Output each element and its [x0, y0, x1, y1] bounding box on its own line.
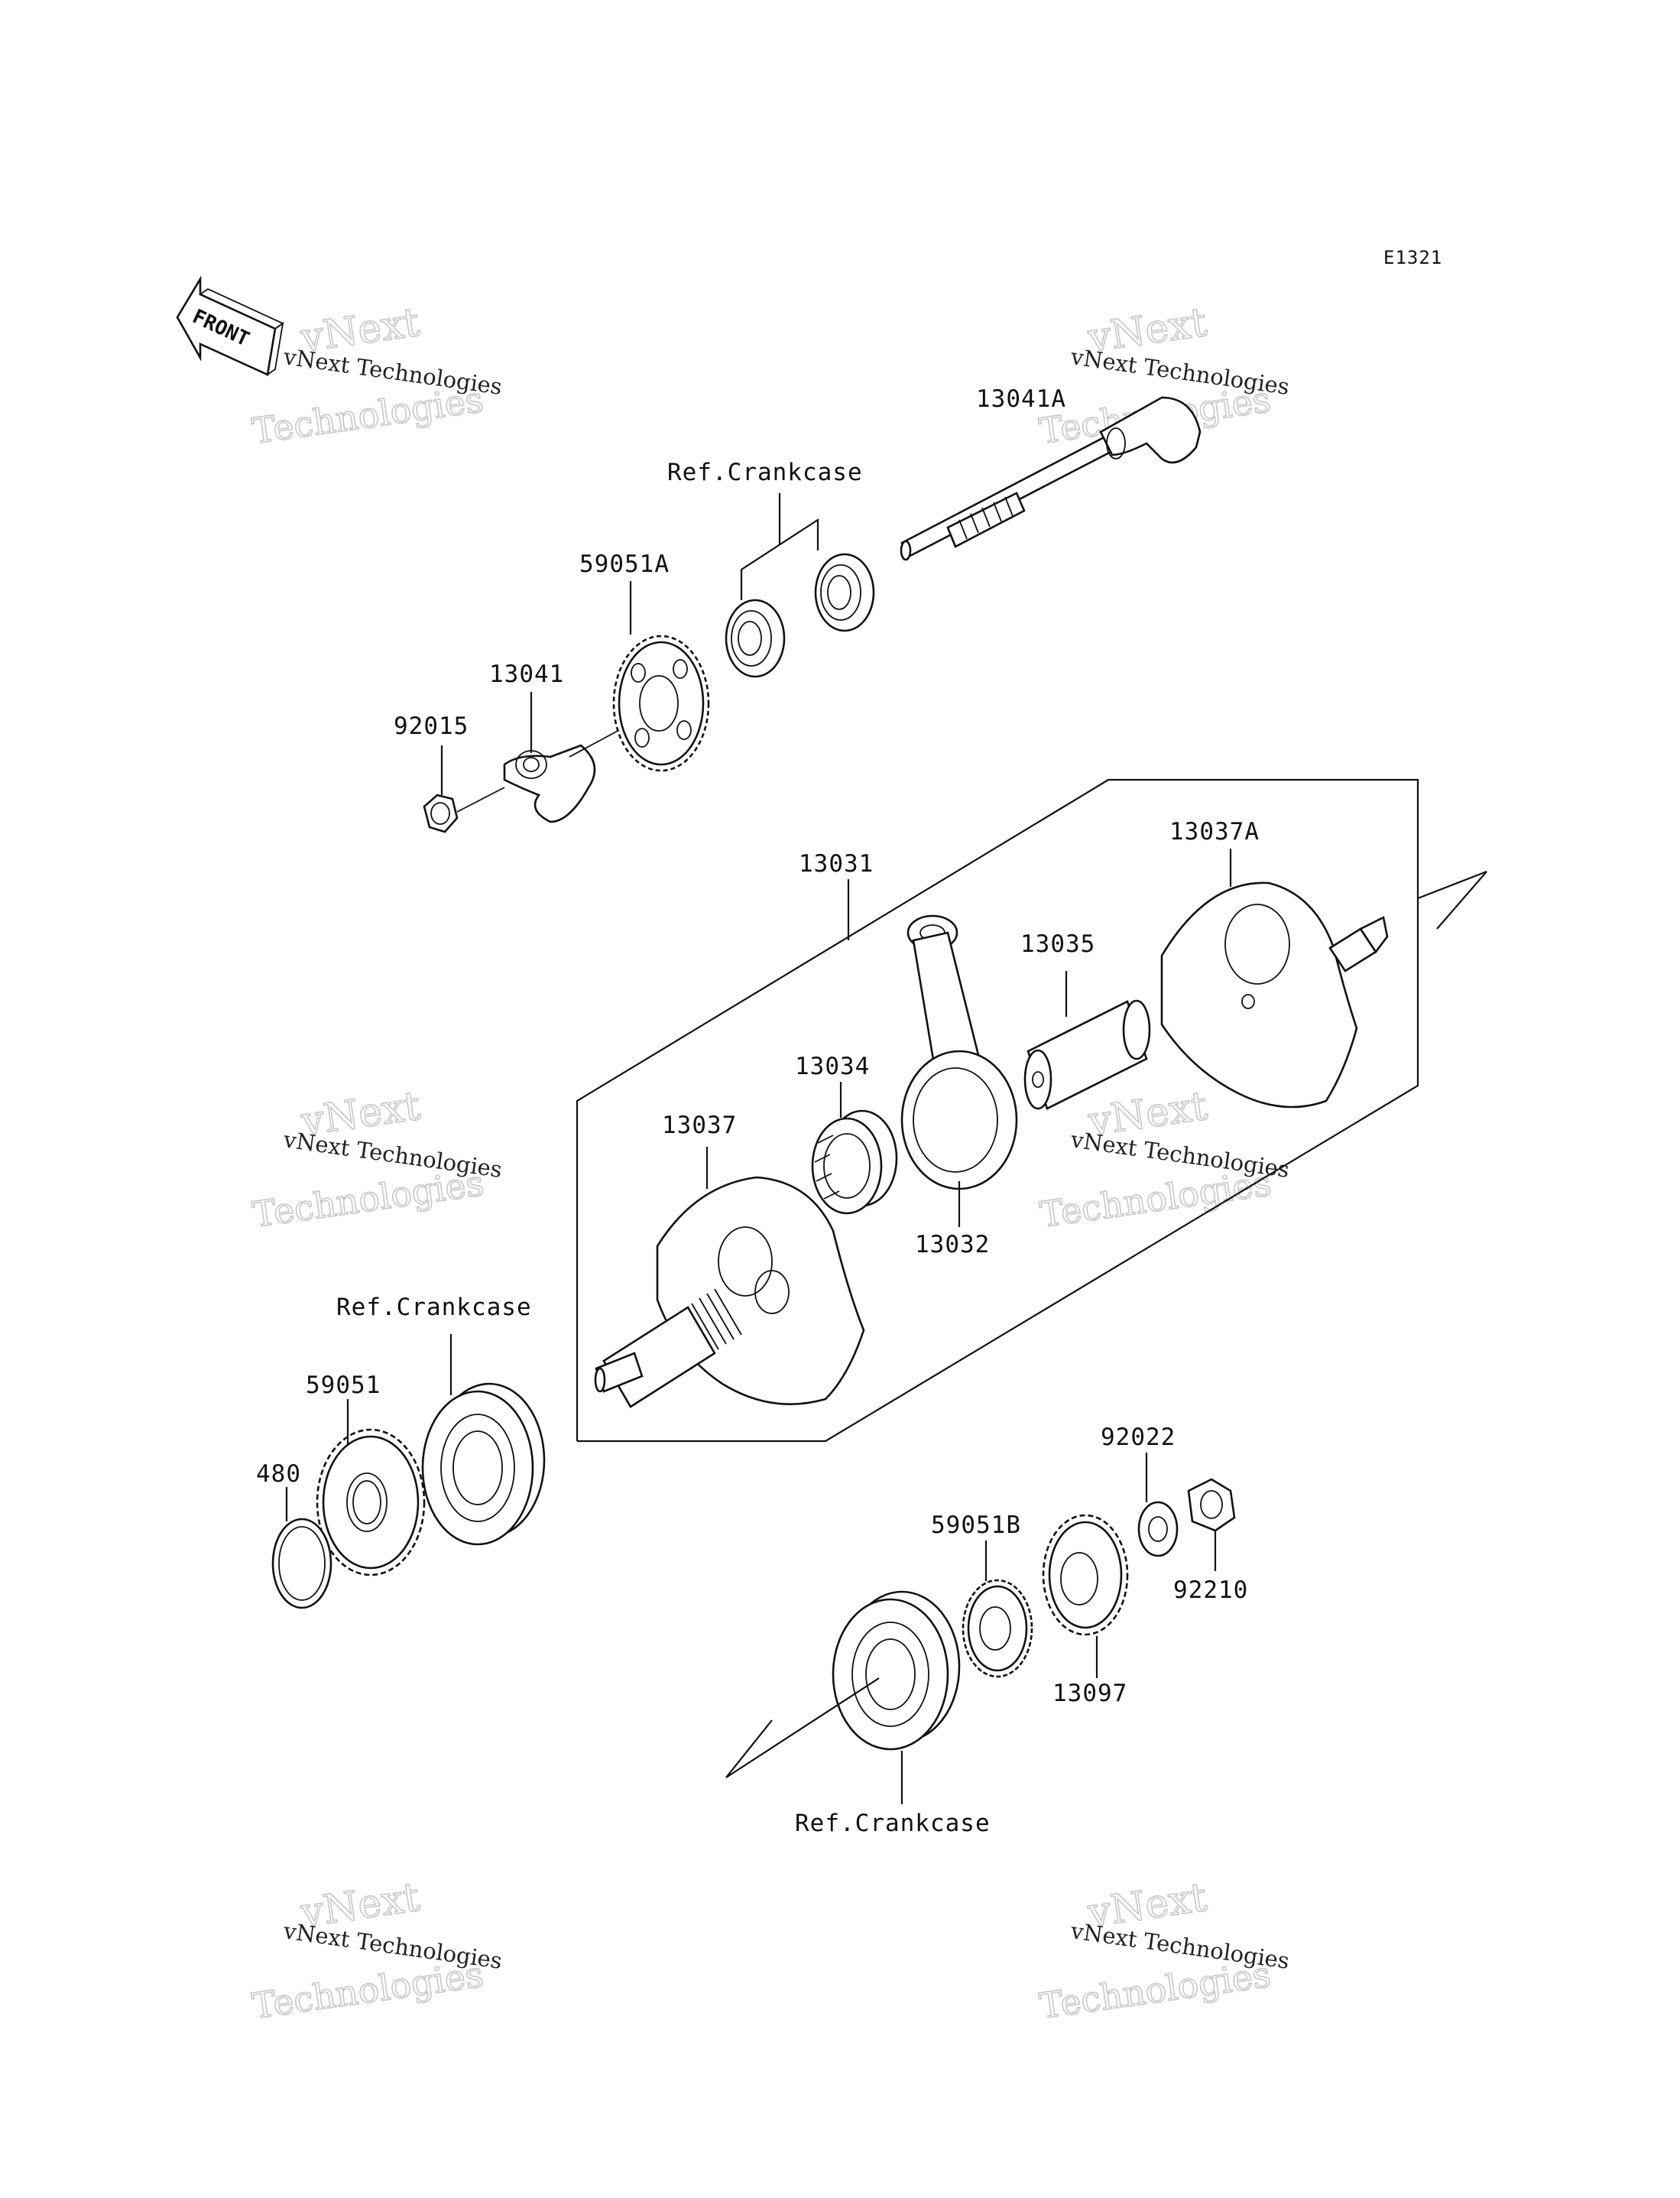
- label-92015: 92015: [394, 713, 469, 740]
- gear-59051B: [962, 1579, 1033, 1678]
- assembly-axis-arrow-right: [1417, 870, 1487, 930]
- label-13037: 13037: [662, 1112, 737, 1139]
- label-ref-crankcase-left: Ref.Crankcase: [336, 1294, 532, 1321]
- label-13097: 13097: [1052, 1680, 1127, 1707]
- washer-92022: [1137, 1501, 1179, 1557]
- crank-web-13037A: [1160, 881, 1389, 1109]
- label-13032: 13032: [915, 1231, 990, 1258]
- assembly-axis-arrow-bottom: [725, 1677, 880, 1778]
- bearing-ref-crankcase-upper-left: [725, 599, 786, 678]
- label-13037A: 13037A: [1169, 818, 1260, 846]
- crankshaft-assembly-box: [576, 778, 1419, 1443]
- label-ref-crankcase-upper: Ref.Crankcase: [667, 459, 863, 486]
- balancer-shaft-13041A: [900, 396, 1202, 561]
- label-59051: 59051: [306, 1372, 381, 1399]
- gear-13097: [1042, 1514, 1129, 1636]
- shaft-line-13041: [569, 729, 620, 758]
- label-480: 480: [256, 1460, 301, 1488]
- connecting-rod-13032: [900, 914, 1018, 1190]
- leader-ref-crankcase-upper: [740, 518, 819, 600]
- label-92022: 92022: [1101, 1424, 1176, 1451]
- bearing-ref-crankcase-bottom: [832, 1590, 961, 1751]
- nut-92015: [423, 794, 459, 833]
- gear-59051A: [612, 635, 710, 772]
- front-arrow-icon: FRONT: [176, 275, 284, 376]
- crank-pin-13035: [1023, 999, 1151, 1110]
- bearing-ref-crankcase-upper-right: [814, 553, 875, 632]
- shaft-line-92015: [456, 787, 505, 813]
- label-13041A: 13041A: [976, 385, 1066, 413]
- label-59051B: 59051B: [931, 1511, 1021, 1539]
- needle-bearing-13034: [811, 1109, 898, 1215]
- nut-92210: [1187, 1478, 1236, 1532]
- label-13031: 13031: [799, 850, 874, 878]
- gear-59051: [316, 1428, 426, 1576]
- circlip-480: [271, 1518, 332, 1609]
- label-59051A: 59051A: [579, 550, 670, 578]
- bearing-ref-crankcase-left: [421, 1382, 546, 1546]
- label-ref-crankcase-bottom: Ref.Crankcase: [795, 1810, 991, 1837]
- label-92210: 92210: [1173, 1576, 1248, 1604]
- diagram-code: E1321: [1383, 247, 1442, 268]
- balancer-weight-13041: [503, 744, 596, 823]
- label-13035: 13035: [1020, 930, 1095, 958]
- label-13041: 13041: [489, 661, 564, 688]
- label-13034: 13034: [795, 1053, 870, 1080]
- crank-web-13037: [594, 1176, 865, 1408]
